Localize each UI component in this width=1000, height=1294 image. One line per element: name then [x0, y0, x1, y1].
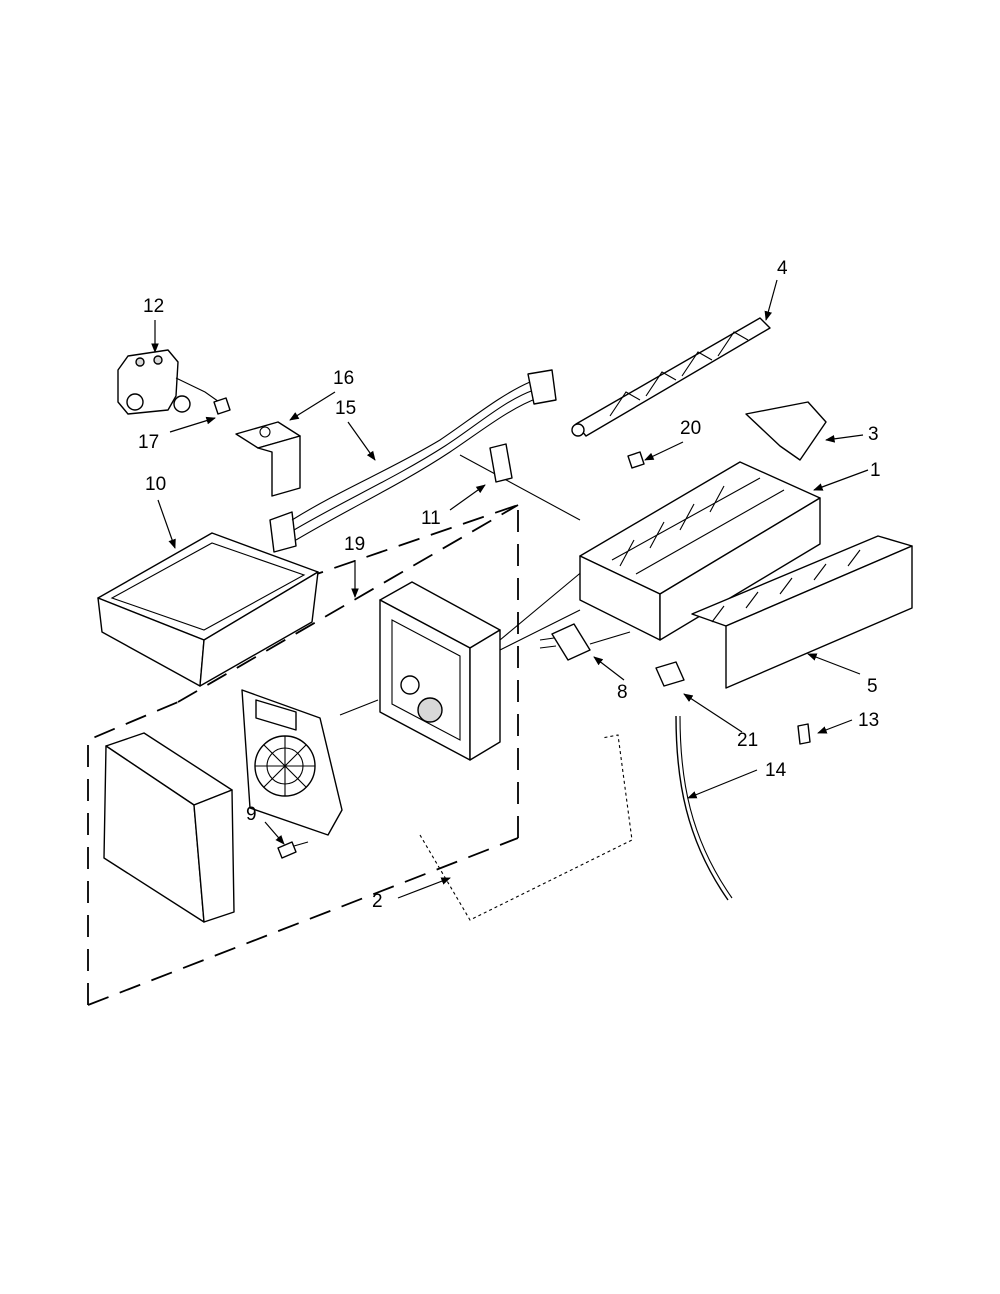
- callout-4: 4: [777, 258, 788, 279]
- callout-13: 13: [858, 710, 879, 731]
- motor-module-part: [241, 689, 379, 836]
- clip-part: [489, 443, 513, 483]
- callout-16: 16: [333, 368, 354, 389]
- ejector-part: [571, 317, 771, 437]
- bracket-part: [235, 421, 301, 497]
- wire-harness-part: [269, 369, 581, 553]
- water-valve-part: [117, 349, 223, 415]
- callout-8: 8: [617, 682, 628, 703]
- callout-20: 20: [680, 418, 701, 439]
- callout-5: 5: [867, 676, 878, 697]
- callout-1: 1: [870, 460, 881, 481]
- screw-part: [277, 841, 309, 859]
- callout-14: 14: [765, 760, 787, 781]
- plug-part: [797, 723, 811, 745]
- callout-10: 10: [145, 474, 166, 495]
- valve-screw-part: [213, 397, 231, 415]
- thermostat-part: [539, 623, 631, 661]
- control-housing-part: [379, 564, 591, 761]
- callout-21: 21: [737, 730, 758, 751]
- callout-19: 19: [344, 534, 365, 555]
- callout-17: 17: [138, 432, 159, 453]
- callout-leaders: [151, 279, 869, 899]
- callout-15: 15: [335, 398, 356, 419]
- cover-box-part: [103, 732, 235, 923]
- callout-12: 12: [143, 296, 164, 317]
- stripper-part: [745, 401, 827, 461]
- callout-2: 2: [372, 891, 383, 912]
- ice-mold-part: [579, 461, 821, 641]
- front-cover-part: [691, 535, 913, 689]
- mold-screw-part: [627, 451, 645, 469]
- callout-labels: 1 2 3 4 5 8 9 10 11 12 13 14 15 16 17 19…: [138, 258, 881, 912]
- callout-3: 3: [868, 424, 879, 445]
- fill-tube-part: [675, 715, 733, 901]
- panel-part: [419, 734, 633, 921]
- callout-9: 9: [246, 804, 257, 825]
- ice-bin-part: [97, 532, 319, 687]
- tube-clip-part: [655, 661, 685, 687]
- callout-11: 11: [421, 508, 441, 529]
